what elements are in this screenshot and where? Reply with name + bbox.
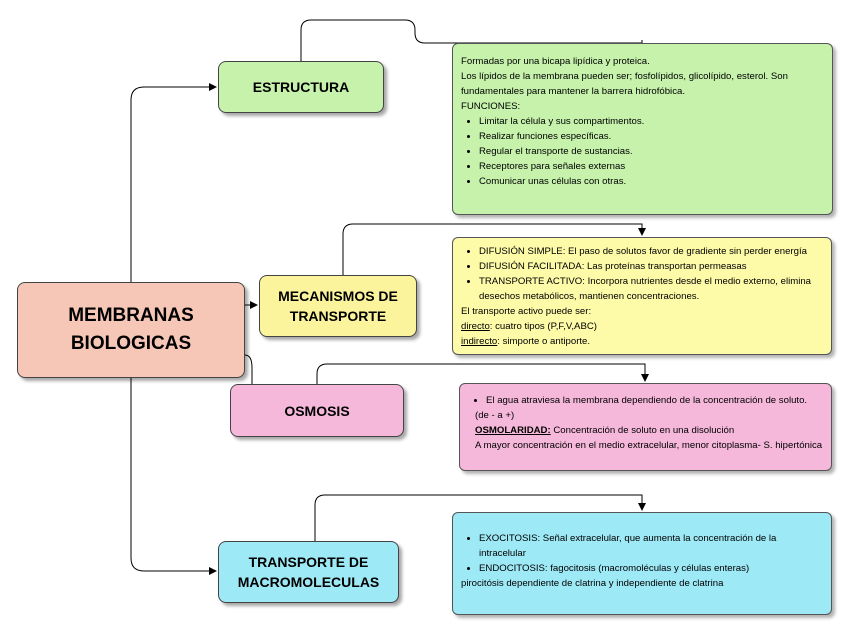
connector-estructura-detail: [300, 19, 643, 61]
topic-osmosis-title: OSMOSIS: [284, 402, 350, 419]
list-item: TRANSPORTE ACTIVO: Incorpora nutrientes …: [479, 274, 823, 304]
osmosis-note: (de - a +): [475, 410, 515, 421]
detail-osmosis: El agua atraviesa la membrana dependiend…: [459, 383, 832, 471]
topic-transporte-title-line2: MACROMOLECULAS: [237, 574, 380, 590]
connector-transporte-detail: [314, 494, 646, 541]
list-item: ENDOCITOSIS: fagocitosis (macromoléculas…: [479, 561, 823, 576]
transporte-list: EXOCITOSIS: Señal extracelular, que aume…: [461, 531, 823, 576]
list-item: Receptores para señales externas: [479, 159, 824, 174]
list-item: EXOCITOSIS: Señal extracelular, que aume…: [479, 531, 823, 561]
estructura-list: Limitar la célula y sus compartimentos. …: [461, 114, 824, 189]
indirecto-text: : simporte o antiporte.: [497, 336, 591, 347]
root-title-line1: MEMBRANAS: [68, 305, 194, 326]
estructura-p2: Los lípidos de la membrana pueden ser; f…: [461, 71, 788, 97]
list-item: Limitar la célula y sus compartimentos.: [479, 114, 824, 129]
estructura-p1: Formadas por una bicapa lipídica y prote…: [461, 56, 650, 67]
list-item: Regular el transporte de sustancias.: [479, 144, 824, 159]
topic-mecanismos-title-line1: MECANISMOS DE: [278, 288, 398, 304]
connector-mecanismos-detail: [342, 223, 646, 275]
list-item: DIFUSIÓN SIMPLE: El paso de solutos favo…: [479, 244, 823, 259]
connector-osmosis-detail: [316, 363, 649, 384]
topic-mecanismos: MECANISMOS DE TRANSPORTE: [259, 275, 417, 337]
mecanismos-list: DIFUSIÓN SIMPLE: El paso de solutos favo…: [461, 244, 823, 304]
list-item: DIFUSIÓN FACILITADA: Las proteínas trans…: [479, 259, 823, 274]
list-item: Comunicar unas células con otras.: [479, 174, 824, 189]
root-title-line2: BIOLOGICAS: [70, 333, 192, 354]
topic-estructura-title: ESTRUCTURA: [252, 79, 350, 95]
topic-transporte-title-line1: TRANSPORTE DE: [248, 554, 369, 570]
osmosis-osmolaridad: OSMOLARIDAD: Concentración de soluto en …: [468, 423, 823, 438]
topic-transporte: TRANSPORTE DE MACROMOLECULAS: [218, 541, 399, 603]
detail-estructura: Formadas por una bicapa lipídica y prote…: [452, 43, 833, 215]
indirecto-label: indirecto: [461, 336, 498, 347]
transporte-p1: pirocitósis dependiente de clatrina y in…: [461, 578, 724, 589]
mecanismos-indirecto: indirecto: simporte o antiporte.: [461, 334, 823, 349]
directo-text: : cuatro tipos (P,F,V,ABC): [489, 321, 597, 332]
connector-root-estructura: [130, 83, 217, 282]
connector-root-transporte: [130, 378, 217, 575]
list-item: El agua atraviesa la membrana dependiend…: [486, 393, 823, 408]
osmolaridad-text: Concentración de soluto en una disolució…: [550, 425, 735, 436]
detail-mecanismos: DIFUSIÓN SIMPLE: El paso de solutos favo…: [452, 237, 832, 355]
estructura-p3: FUNCIONES:: [461, 101, 521, 112]
osmosis-p2: A mayor concentración en el medio extrac…: [475, 440, 823, 451]
osmosis-list: El agua atraviesa la membrana dependiend…: [468, 393, 823, 408]
mecanismos-p1: El transporte activo puede ser:: [461, 306, 592, 317]
list-item: Realizar funciones específicas.: [479, 129, 824, 144]
topic-osmosis: OSMOSIS: [230, 384, 404, 437]
detail-transporte: EXOCITOSIS: Señal extracelular, que aume…: [452, 512, 832, 615]
directo-label: directo: [461, 321, 490, 332]
osmolaridad-label: OSMOLARIDAD:: [475, 425, 551, 436]
topic-estructura: ESTRUCTURA: [218, 61, 384, 113]
root-node: MEMBRANAS BIOLOGICAS: [17, 282, 245, 378]
topic-mecanismos-title-line2: TRANSPORTE: [289, 308, 387, 324]
mecanismos-directo: directo: cuatro tipos (P,F,V,ABC): [461, 319, 823, 334]
